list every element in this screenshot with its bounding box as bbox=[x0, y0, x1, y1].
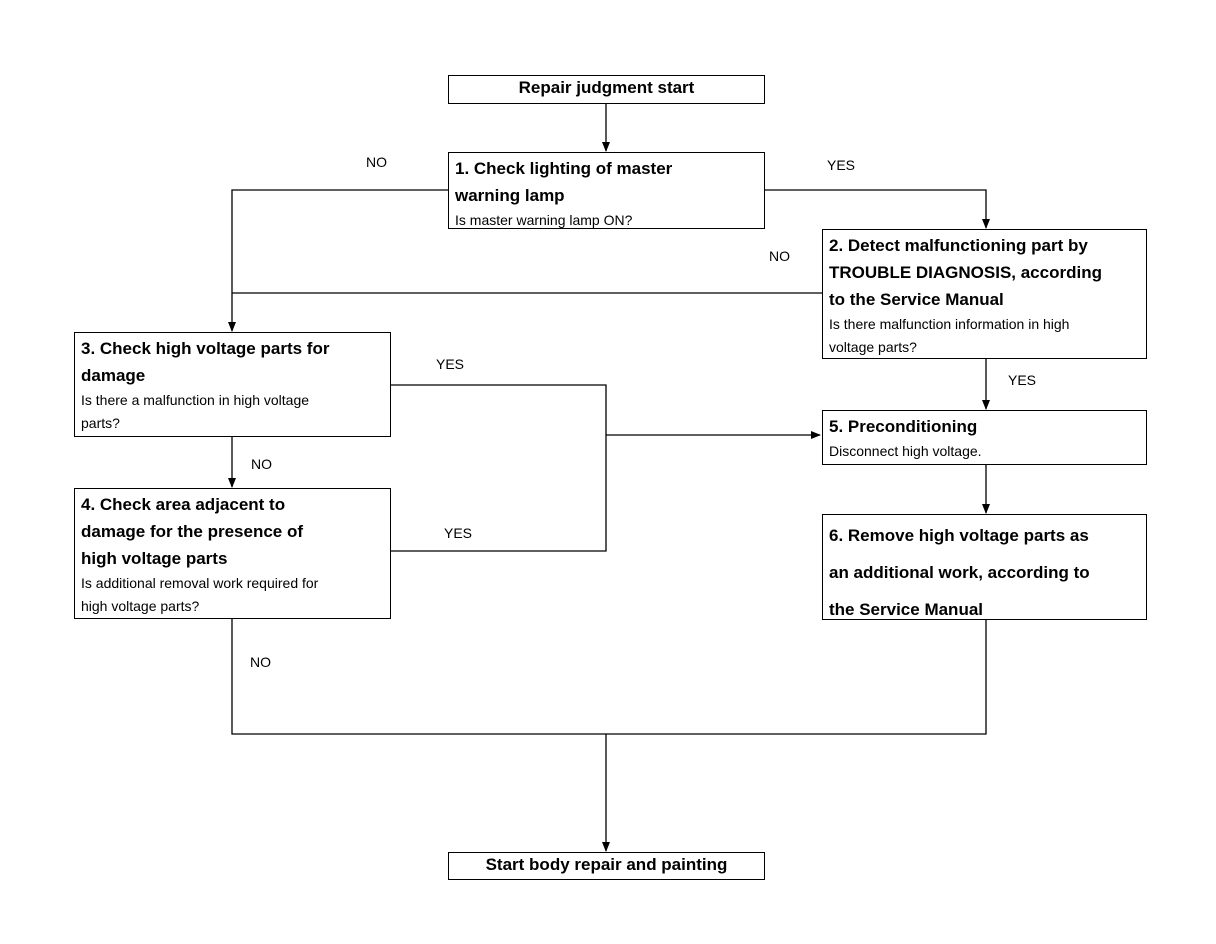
step-2-title: 2. Detect malfunctioning part by TROUBLE… bbox=[829, 236, 1102, 309]
start-label: Repair judgment start bbox=[518, 78, 695, 97]
step-4-question: Is additional removal work required for … bbox=[81, 575, 319, 614]
step-3-question: Is there a malfunction in high voltage p… bbox=[81, 392, 310, 431]
step-1-box: 1. Check lighting of master warning lamp… bbox=[448, 152, 765, 229]
step-3-yes-label: YES bbox=[436, 356, 465, 372]
arrow-step4-yes-to-step5 bbox=[390, 435, 607, 552]
step-4-title: 4. Check area adjacent to damage for the… bbox=[81, 495, 304, 568]
step-1-question: Is master warning lamp ON? bbox=[455, 212, 633, 228]
step-6-box: 6. Remove high voltage parts as an addit… bbox=[822, 514, 1147, 620]
step-2-question: Is there malfunction information in high… bbox=[829, 316, 1070, 355]
step-4-no-label: NO bbox=[250, 654, 271, 670]
step-2-no-label: NO bbox=[769, 248, 790, 264]
step-6-title: 6. Remove high voltage parts as an addit… bbox=[829, 526, 1090, 619]
step-2-box: 2. Detect malfunctioning part by TROUBLE… bbox=[822, 229, 1147, 359]
arrow-step1-yes-to-step2 bbox=[765, 189, 990, 229]
step-4-yes-label: YES bbox=[444, 525, 473, 541]
step-1-no-label: NO bbox=[366, 154, 387, 170]
step-5-question: Disconnect high voltage. bbox=[829, 443, 982, 459]
step-3-no-label: NO bbox=[251, 456, 272, 472]
arrow-step1-no-to-step3 bbox=[228, 189, 448, 332]
step-3-title: 3. Check high voltage parts for damage bbox=[81, 339, 330, 385]
start-terminal: Repair judgment start bbox=[448, 75, 765, 104]
step-5-box: 5. Preconditioning Disconnect high volta… bbox=[822, 410, 1147, 465]
arrow-step4-no-join bbox=[231, 619, 987, 735]
step-1-yes-label: YES bbox=[827, 157, 856, 173]
step-5-title: 5. Preconditioning bbox=[829, 417, 978, 436]
step-1-title: 1. Check lighting of master warning lamp bbox=[455, 159, 673, 205]
step-4-box: 4. Check area adjacent to damage for the… bbox=[74, 488, 391, 619]
end-terminal: Start body repair and painting bbox=[448, 852, 765, 880]
arrow-step3-yes-to-step5 bbox=[390, 384, 607, 435]
step-3-box: 3. Check high voltage parts for damage I… bbox=[74, 332, 391, 437]
step-2-yes-label: YES bbox=[1008, 372, 1037, 388]
end-label: Start body repair and painting bbox=[485, 855, 728, 874]
